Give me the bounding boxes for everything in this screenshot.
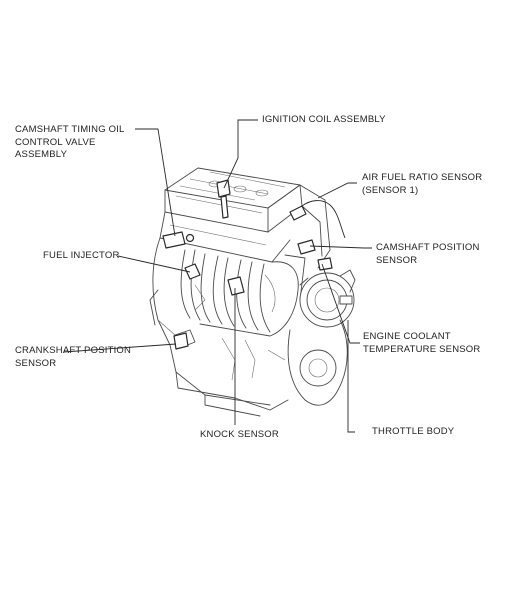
leader-fuel-injector [117,255,191,273]
camshaft-timing-ocv-part [162,231,195,249]
label-camshaft-position-sensor: CAMSHAFT POSITION SENSOR [376,242,480,266]
label-crankshaft-position-sensor: CRANKSHAFT POSITION SENSOR [15,345,132,369]
label-camshaft-timing-oil-control-valve: CAMSHAFT TIMING OIL CONTROL VALVE ASSEMB… [15,124,125,160]
fuel-injector-part [184,263,201,280]
leader-lines [63,119,372,433]
leader-throttle-body [347,320,355,433]
label-knock-sensor: KNOCK SENSOR [200,429,279,440]
leader-camshaft-position [309,245,372,249]
label-engine-coolant-temperature-sensor: ENGINE COOLANT TEMPERATURE SENSOR [363,331,481,355]
knock-sensor-part [227,276,245,296]
label-fuel-injector: FUEL INJECTOR [43,250,120,261]
leader-crankshaft-position [63,343,177,353]
ignition-coil-part [216,179,231,219]
leader-air-fuel-ratio [317,182,357,199]
engine-coolant-temperature-sensor-part [317,257,333,271]
leader-ignition-coil [223,119,258,189]
leader-engine-coolant [321,263,360,344]
crankshaft-position-sensor-part [173,332,189,350]
camshaft-position-sensor-part [297,239,316,255]
air-fuel-ratio-sensor-part [289,200,346,239]
label-ignition-coil-assembly: IGNITION COIL ASSEMBLY [262,114,386,125]
label-throttle-body: THROTTLE BODY [372,426,455,437]
engine-drawing [149,167,356,417]
label-air-fuel-ratio-sensor: AIR FUEL RATIO SENSOR (SENSOR 1) [362,172,483,196]
leader-camshaft-timing-ocv [135,128,176,237]
